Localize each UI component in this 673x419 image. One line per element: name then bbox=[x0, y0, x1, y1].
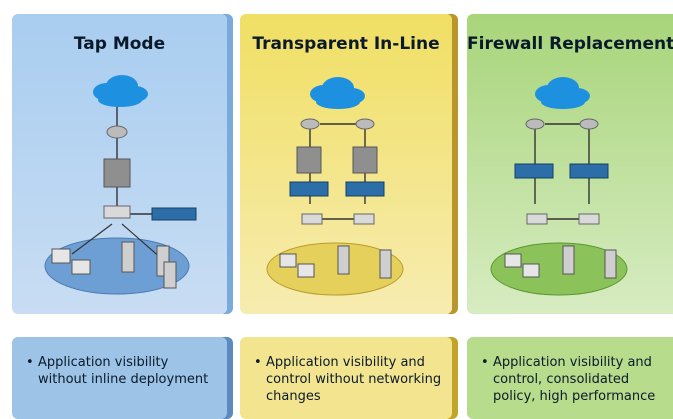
cloud-icon bbox=[310, 77, 365, 109]
cloud-icon bbox=[535, 77, 590, 109]
lan-ellipse bbox=[44, 237, 190, 295]
transparent-inline-title: Transparent In-Line bbox=[252, 34, 440, 54]
switch-icon bbox=[301, 213, 323, 225]
firewall-icon bbox=[296, 146, 322, 174]
switch-icon bbox=[353, 213, 375, 225]
pc-icon bbox=[51, 248, 71, 264]
transparent-inline-description: Application visibility and control witho… bbox=[240, 337, 452, 419]
appliance-icon bbox=[151, 207, 197, 221]
pc-icon bbox=[504, 253, 522, 268]
switch-icon bbox=[526, 213, 548, 225]
router-icon bbox=[300, 118, 320, 130]
appliance-icon bbox=[345, 181, 385, 197]
pc-icon bbox=[297, 263, 315, 278]
appliance-icon bbox=[289, 181, 329, 197]
lan-ellipse bbox=[490, 242, 628, 296]
firewall-replacement-bullet: Application visibility and control, cons… bbox=[481, 354, 671, 405]
server-icon bbox=[379, 249, 392, 279]
router-icon bbox=[579, 118, 599, 130]
firewall-replacement-title: Firewall Replacement bbox=[467, 34, 673, 54]
switch-icon bbox=[578, 213, 600, 225]
appliance-icon bbox=[569, 163, 609, 179]
appliance-icon bbox=[514, 163, 554, 179]
lan-ellipse bbox=[266, 242, 404, 296]
router-icon bbox=[355, 118, 375, 130]
server-icon bbox=[337, 245, 350, 275]
firewall-icon bbox=[352, 146, 378, 174]
server-icon bbox=[163, 261, 177, 289]
tap-mode-diagram bbox=[44, 75, 197, 295]
firewall-replacement-panel: Firewall Replacement bbox=[467, 14, 673, 314]
router-icon bbox=[106, 125, 128, 139]
switch-icon bbox=[103, 205, 131, 219]
tap-mode-description: Application visibility without inline de… bbox=[12, 337, 227, 419]
firewall-replacement-description: Application visibility and control, cons… bbox=[467, 337, 673, 419]
tap-mode-panel: Tap Mode bbox=[12, 14, 227, 314]
tap-mode-bullet: Application visibility without inline de… bbox=[26, 354, 219, 388]
server-icon bbox=[604, 249, 617, 279]
pc-icon bbox=[71, 259, 91, 275]
cloud-icon bbox=[93, 75, 148, 107]
pc-icon bbox=[522, 263, 540, 278]
transparent-inline-diagram bbox=[266, 77, 404, 296]
firewall-replacement-diagram bbox=[490, 77, 628, 296]
transparent-inline-bullet: Application visibility and control witho… bbox=[254, 354, 444, 405]
router-icon bbox=[525, 118, 545, 130]
transparent-inline-panel: Transparent In-Line bbox=[240, 14, 452, 314]
tap-mode-title: Tap Mode bbox=[73, 34, 166, 54]
firewall-icon bbox=[103, 158, 131, 188]
pc-icon bbox=[279, 253, 297, 268]
server-icon bbox=[562, 245, 575, 275]
server-icon bbox=[121, 241, 135, 273]
